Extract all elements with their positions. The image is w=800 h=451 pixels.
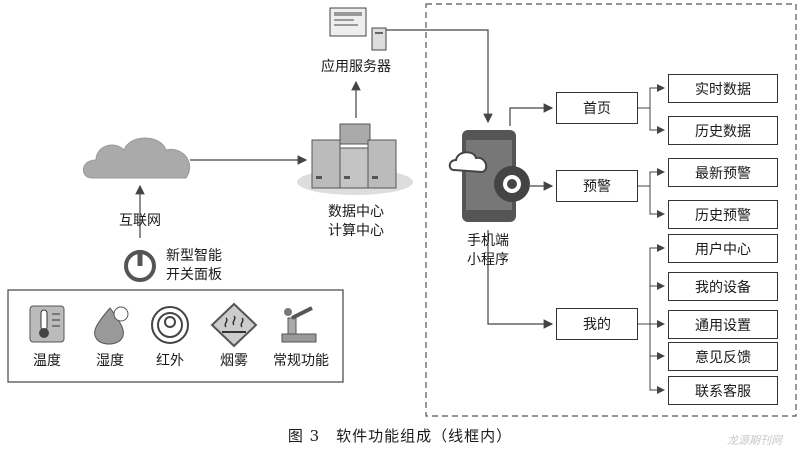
item-box-realtime: 实时数据 <box>668 74 778 103</box>
general-function-icon <box>281 306 317 343</box>
item-box-feedback: 意见反馈 <box>668 342 778 371</box>
sensor-label-smoke: 烟雾 <box>220 353 248 369</box>
switch-label-2: 开关面板 <box>166 267 222 283</box>
item-box-latest-warning: 最新预警 <box>668 158 778 187</box>
datacenter-label-2: 计算中心 <box>328 223 384 239</box>
item-box-contact: 联系客服 <box>668 376 778 405</box>
infrared-icon <box>151 306 189 344</box>
item-box-general-settings: 通用设置 <box>668 310 778 339</box>
internet-label: 互联网 <box>119 213 161 229</box>
item-box-my-devices: 我的设备 <box>668 272 778 301</box>
datacenter-icon <box>297 123 413 195</box>
item-box-user-center: 用户中心 <box>668 234 778 263</box>
phone-label-2: 小程序 <box>467 252 509 268</box>
menu-box-mine: 我的 <box>556 308 638 340</box>
item-box-history-warning: 历史预警 <box>668 200 778 229</box>
cloud-icon <box>83 137 191 179</box>
switch-label-1: 新型智能 <box>166 248 222 264</box>
sensor-label-infrared: 红外 <box>156 353 184 369</box>
phone-label-1: 手机端 <box>467 233 509 249</box>
figure-caption: 图 3 软件功能组成（线框内） <box>287 427 513 445</box>
menu-box-home: 首页 <box>556 92 638 124</box>
sensor-label-temperature: 温度 <box>33 353 61 369</box>
sensor-label-humidity: 湿度 <box>96 353 124 369</box>
app-server-icon <box>329 7 387 51</box>
sensor-frame <box>7 289 344 383</box>
power-switch-icon <box>124 250 156 282</box>
software-frame <box>425 3 797 417</box>
humidity-icon <box>94 306 129 345</box>
item-box-history-data: 历史数据 <box>668 116 778 145</box>
datacenter-label-1: 数据中心 <box>328 204 384 220</box>
smoke-icon <box>210 302 258 348</box>
menu-box-warning: 预警 <box>556 170 638 202</box>
sensor-label-general: 常规功能 <box>273 353 329 369</box>
watermark: 龙源期刊网 <box>727 434 782 447</box>
app-server-label: 应用服务器 <box>321 59 391 75</box>
thermometer-icon <box>29 305 65 343</box>
phone-icon <box>448 130 530 222</box>
